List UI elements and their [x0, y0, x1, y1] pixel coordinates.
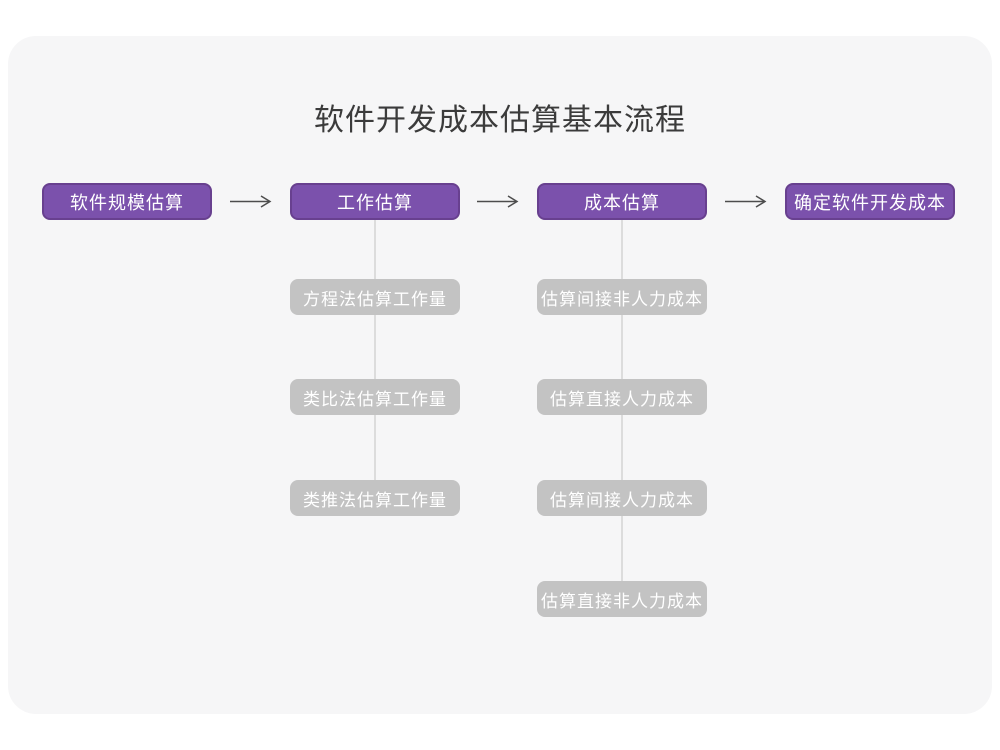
node-extrapolation-method: 类推法估算工作量 — [290, 480, 460, 516]
node-direct-labor-cost: 估算直接人力成本 — [537, 379, 707, 415]
node-direct-nonlabor-cost: 估算直接非人力成本 — [537, 581, 707, 617]
node-software-scale-estimation: 软件规模估算 — [42, 183, 212, 220]
connector-line-work-column — [374, 220, 376, 482]
node-determine-development-cost: 确定软件开发成本 — [785, 183, 955, 220]
diagram-title: 软件开发成本估算基本流程 — [314, 104, 686, 137]
arrow-right-icon — [229, 195, 273, 208]
node-work-estimation: 工作估算 — [290, 183, 460, 220]
node-analogy-method: 类比法估算工作量 — [290, 379, 460, 415]
canvas-card — [8, 36, 992, 714]
arrow-right-icon — [476, 195, 520, 208]
arrow-right-icon — [724, 195, 768, 208]
node-indirect-labor-cost: 估算间接人力成本 — [537, 480, 707, 516]
node-equation-method: 方程法估算工作量 — [290, 279, 460, 315]
node-cost-estimation: 成本估算 — [537, 183, 707, 220]
node-indirect-nonlabor-cost: 估算间接非人力成本 — [537, 279, 707, 315]
